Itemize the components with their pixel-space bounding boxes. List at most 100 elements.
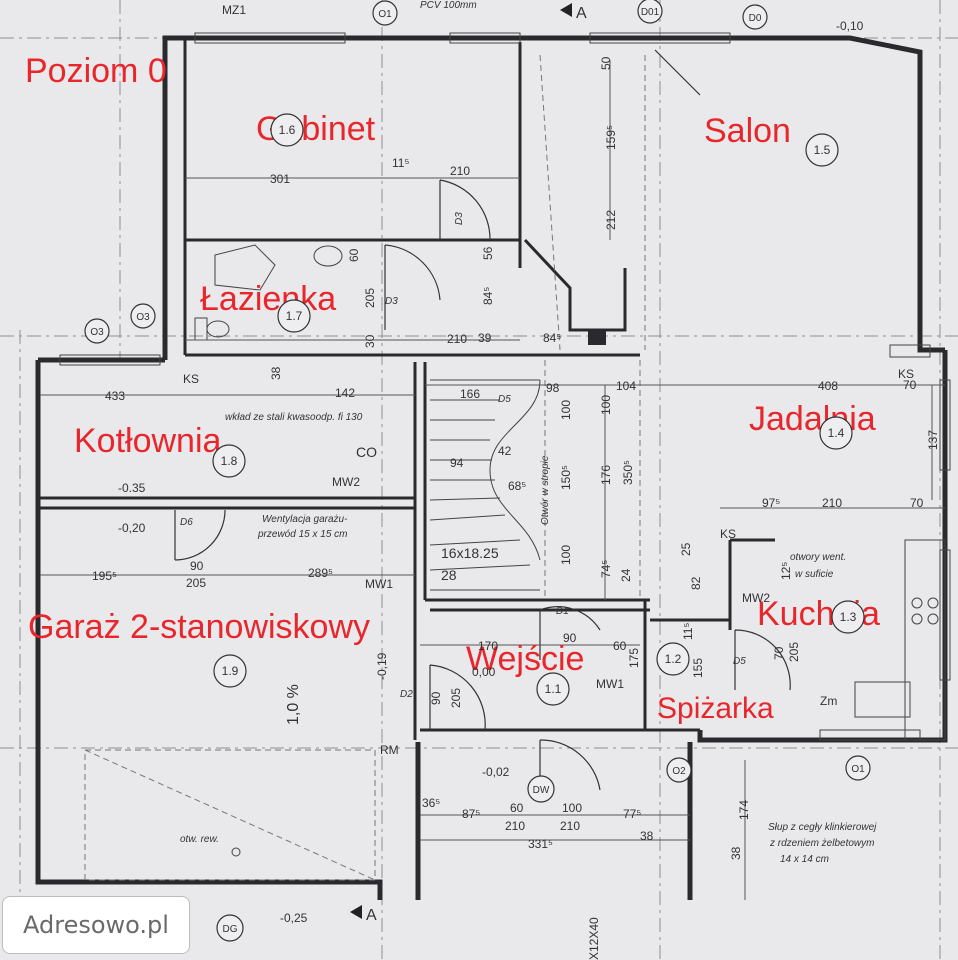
header-labels: MZ1 PCV 100mm A -0,10 A	[222, 0, 864, 924]
room-name-lazienka: Łazienka	[200, 280, 336, 318]
axis-label-o1-top: O1	[378, 9, 392, 20]
door-label-d2: D2	[400, 689, 413, 700]
staircase	[429, 379, 541, 591]
dim: 174	[737, 800, 751, 820]
level-top: -0,10	[836, 19, 864, 33]
rm-label: RM	[380, 743, 399, 757]
co-label: CO	[356, 444, 377, 460]
room-name-salon: Salon	[704, 112, 791, 150]
vent-label-1: Wentylacja garażu-	[262, 514, 348, 525]
dim: 100	[559, 545, 573, 565]
dim: 210	[505, 819, 525, 833]
axis-label-dg: DG	[223, 924, 238, 935]
dim: 82	[689, 576, 703, 590]
mw1-label: MW1	[365, 577, 393, 591]
room-name-jadalnia: Jadalnia	[749, 400, 876, 438]
dim: 25	[679, 542, 693, 556]
door-label-d5b: D5	[733, 656, 746, 667]
dim: 350⁵	[621, 460, 635, 485]
dim: 212	[604, 210, 618, 230]
mw1-label: MW1	[596, 677, 624, 691]
room-number-markers: 1.6 1.5 1.7 1.8 1.4 1.9 1.1 1.3 1.2	[212, 113, 865, 706]
slope-label: 1,0 %	[285, 684, 302, 725]
room-number-wejscie: 1.1	[545, 682, 562, 696]
dim: 38	[729, 846, 743, 860]
dim: 150⁵	[559, 465, 573, 490]
room-number-kuchnia: 1.3	[840, 610, 857, 624]
dim: 68⁵	[508, 479, 526, 493]
post-label-3: 14 x 14 cm	[780, 854, 829, 865]
axis-label-o3-left: O3	[90, 327, 104, 338]
room-number-jadalnia: 1.4	[828, 426, 845, 440]
dim: 84⁵	[543, 331, 561, 345]
kitchen-counter	[854, 539, 946, 741]
room-number-lazienka: 1.7	[286, 309, 303, 323]
dim: 195⁵	[92, 569, 117, 583]
dim: 170	[478, 639, 498, 653]
dim: 24	[619, 568, 633, 582]
dim: X12X40	[587, 917, 601, 960]
dim: 74⁵	[599, 560, 613, 578]
dim: 94	[450, 456, 464, 470]
ks-label: KS	[720, 527, 736, 541]
room-name-wejscie: Wejście	[466, 640, 584, 678]
pcv-label: PCV 100mm	[420, 0, 477, 11]
room-number-spizarka: 1.2	[665, 652, 682, 666]
room-number-kotlownia: 1.8	[221, 454, 238, 468]
dim: 42	[498, 444, 512, 458]
door-label-d6: D6	[180, 517, 193, 528]
annotation-labels: KS KS KS D3 D3 D5 D5 D6 D1 D2 MW2 MW2 MW…	[118, 212, 914, 925]
zm-label: Zm	[820, 694, 837, 708]
level-porch: -0,02	[482, 765, 510, 779]
garage-parking	[84, 749, 376, 881]
windows	[59, 32, 951, 741]
dim: 289⁵	[308, 566, 333, 580]
dim: 104	[616, 379, 636, 393]
room-number-garaz: 1.9	[222, 664, 239, 678]
dim: 70	[772, 646, 786, 660]
dim: 210	[822, 496, 842, 510]
opening-label: Otwór w stropie	[540, 455, 551, 525]
ks-label: KS	[183, 372, 199, 386]
dim: 84⁵	[481, 287, 495, 305]
doors	[174, 49, 791, 800]
room-number-gabinet: 1.6	[279, 123, 296, 137]
door-label-d3b: D3	[385, 296, 398, 307]
dim: 60	[347, 248, 361, 262]
post-label-1: Słup z cegły klinkierowej	[768, 822, 877, 833]
stairs-label: 16x18.25	[441, 545, 499, 561]
dim: 331⁵	[528, 837, 553, 851]
dim: 210	[450, 164, 470, 178]
axis-label-o3: O3	[136, 312, 150, 323]
section-label-bottom: A	[366, 907, 377, 924]
dim: 87⁵	[462, 807, 480, 821]
mz-label: MZ1	[222, 3, 246, 17]
axis-labels: O1 D01 D0 O3 O3 O2 O1 DG DW	[84, 0, 871, 942]
vent-ceiling-bottom: w suficie	[795, 569, 834, 580]
dim: 97⁵	[762, 496, 780, 510]
walls	[35, 35, 948, 900]
dim: 408	[818, 379, 838, 393]
vent-ceiling-top: otwory went.	[790, 552, 846, 563]
level-kotlownia: -0.35	[118, 481, 146, 495]
door-label-d3a: D3	[454, 212, 465, 225]
room-name-garaz: Garaż 2-stanowiskowy	[28, 608, 370, 646]
watermark: Adresowo.pl	[2, 896, 190, 954]
axis-label-o2: O2	[672, 766, 686, 777]
room-number-salon: 1.5	[814, 143, 831, 157]
steps-label: 28	[441, 567, 457, 583]
dim: 205	[186, 576, 206, 590]
dimension-lines	[40, 60, 945, 900]
axis-label-dw: DW	[533, 785, 550, 796]
dim: 60	[613, 639, 627, 653]
dim: 11⁵	[392, 156, 409, 170]
dim: 36⁵	[422, 796, 440, 810]
dimension-values: 301 11⁵ 210 50 159⁵ 212 60 205 56 84⁵ 30…	[92, 56, 940, 960]
axis-label-d0: D0	[749, 13, 762, 24]
dim: 90	[190, 559, 204, 573]
dim: 70	[910, 496, 924, 510]
dim: 70	[903, 378, 917, 392]
dim: 205	[787, 642, 801, 662]
room-name-spizarka: Spiżarka	[657, 692, 774, 725]
